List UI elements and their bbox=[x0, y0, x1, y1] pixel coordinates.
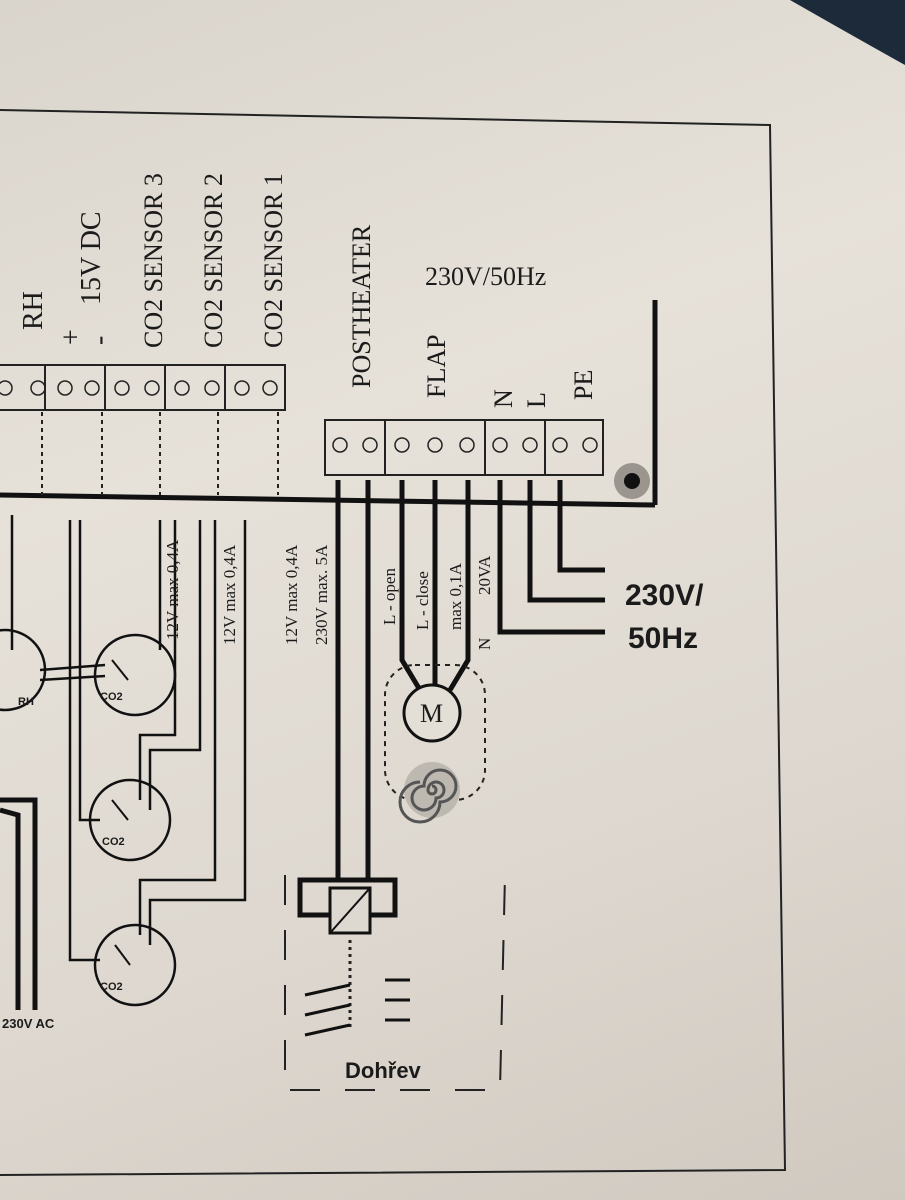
co2-sensor-1-label: CO2 SENSOR 1 bbox=[259, 173, 288, 348]
sensor1-rating-label: 12V max 0,4A bbox=[282, 544, 301, 645]
heater-name: Dohřev bbox=[345, 1058, 422, 1083]
co2-sensor-3-label: CO2 SENSOR 3 bbox=[139, 173, 168, 348]
background-corner bbox=[790, 0, 905, 65]
flap-current-label: max 0,1A bbox=[446, 562, 465, 630]
supply-wires bbox=[497, 480, 605, 635]
svg-text:CO2: CO2 bbox=[100, 691, 123, 703]
spiral-spring-icon bbox=[398, 762, 460, 824]
flap-label: FLAP bbox=[422, 334, 451, 398]
flap-power-label: 20VA bbox=[475, 555, 494, 595]
supply-line1: 230V/ bbox=[625, 579, 704, 612]
flap-open-label: L - open bbox=[380, 568, 399, 625]
supply-line2: 50Hz bbox=[628, 622, 698, 655]
rh-sensor-symbol: RH bbox=[0, 628, 47, 712]
line-label: L bbox=[522, 392, 551, 408]
co2-sensor-2-label: CO2 SENSOR 2 bbox=[199, 173, 228, 348]
svg-text:CO2: CO2 bbox=[100, 981, 123, 993]
co2-sensor-3-symbol: CO2 bbox=[93, 633, 177, 717]
diagram-border bbox=[0, 109, 787, 1176]
rh-label: RH bbox=[18, 291, 49, 330]
neutral-label: N bbox=[489, 389, 518, 408]
svg-text:RH: RH bbox=[18, 696, 34, 708]
flap-close-label: L - close bbox=[413, 571, 432, 630]
co2-sensor-1-symbol: CO2 bbox=[93, 923, 177, 1007]
supply-rating-label: 230V/50Hz bbox=[425, 262, 546, 291]
postheater-rating-label: 230V max. 5A bbox=[312, 544, 331, 645]
left-terminal-strip bbox=[0, 364, 286, 495]
flap-neutral-label: N bbox=[475, 638, 494, 650]
co2-sensor-2-symbol: CO2 bbox=[88, 778, 172, 862]
svg-text:CO2: CO2 bbox=[102, 836, 125, 848]
sensor-wires bbox=[10, 515, 247, 962]
ac-wires bbox=[0, 797, 38, 1010]
flap-wires bbox=[399, 480, 471, 692]
sensor2-rating-label: 12V max 0,4A bbox=[220, 544, 239, 645]
sensor3-rating-label: 12V max 0,4A bbox=[163, 539, 182, 640]
motor-symbol bbox=[402, 683, 462, 743]
dc-plus-label: + bbox=[56, 329, 87, 345]
ac-label: 230V AC bbox=[2, 1016, 55, 1031]
heater-relay bbox=[284, 874, 506, 1091]
motor-label: M bbox=[420, 699, 443, 728]
postheater-label: POSTHEATER bbox=[347, 224, 376, 388]
postheater-wires bbox=[335, 480, 371, 880]
pe-label: PE bbox=[569, 370, 598, 400]
flap-actuator-outline bbox=[384, 664, 486, 801]
dc-minus-label: - bbox=[84, 336, 115, 345]
bus-line bbox=[0, 492, 656, 508]
right-terminal-strip bbox=[324, 419, 604, 476]
dc-voltage-label: 15V DC bbox=[76, 211, 107, 305]
earth-screw-center bbox=[624, 473, 640, 489]
